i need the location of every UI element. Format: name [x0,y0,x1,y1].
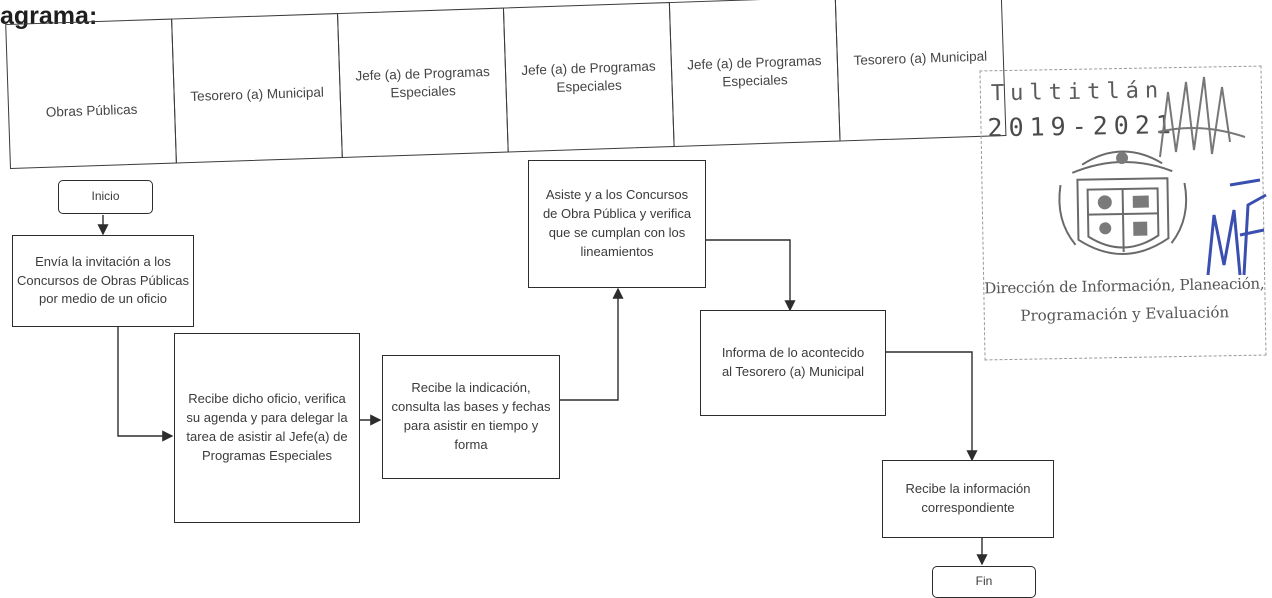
coat-of-arms-icon [1058,150,1188,255]
step-envia-invitacion: Envía la invitación a los Concursos de O… [12,235,194,327]
step-recibe-informacion: Recibe la información correspondiente [882,460,1054,538]
stamp-years: 2019-2021 [987,110,1178,143]
arrow-asiste-to-informa [706,239,796,312]
arrow-informa-to-recibe-info [886,351,978,462]
step-recibe-indicacion: Recibe la indicación, consulta las bases… [382,355,560,479]
page-heading: agrama: [0,2,98,30]
step-asiste-concursos: Asiste y a los Concursos de Obra Pública… [528,160,706,288]
step-informa-tesorero: Informa de lo acontecido al Tesorero (a)… [700,310,886,416]
stamp-town-name: Tultitlán [990,78,1165,107]
stamp-department-line2: Programación y Evaluación [1020,303,1230,325]
official-stamp: Tultitlán 2019-2021 Dirección de Informa… [979,65,1267,361]
arrow-invitacion-to-recibe-oficio [117,327,174,442]
initials-signature-icon [1206,178,1267,276]
signature-scribble-icon [1157,76,1246,158]
end-terminal: Fin [932,566,1036,598]
start-terminal: Inicio [58,180,153,214]
arrow-indicacion-to-asiste [560,287,624,401]
step-recibe-oficio: Recibe dicho oficio, verifica su agenda … [174,333,360,523]
